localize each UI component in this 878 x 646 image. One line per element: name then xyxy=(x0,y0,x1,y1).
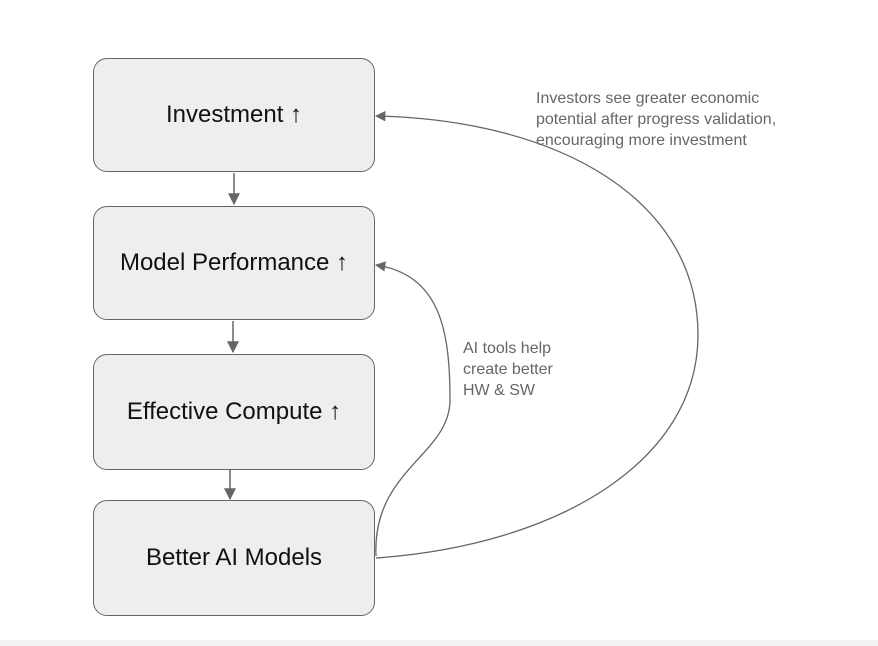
node-model-performance-label: Model Performance ↑ xyxy=(119,249,349,276)
investor-loop-annotation: Investors see greater economic potential… xyxy=(536,90,777,149)
node-better-ai-models: Better AI Models xyxy=(93,500,375,616)
node-effective-compute: Effective Compute ↑ xyxy=(93,354,375,470)
node-investment-label: Investment ↑ xyxy=(165,101,303,128)
node-effective-compute-label: Effective Compute ↑ xyxy=(126,398,342,425)
node-better-ai-models-label: Better AI Models xyxy=(145,544,323,571)
node-model-performance: Model Performance ↑ xyxy=(93,206,375,320)
tools-loop-annotation: AI tools help create better HW & SW xyxy=(463,340,553,399)
bottom-strip xyxy=(0,640,878,646)
arrow-investor-loop xyxy=(374,111,699,559)
arrow-tools-loop xyxy=(374,261,451,557)
node-investment: Investment ↑ xyxy=(93,58,375,172)
